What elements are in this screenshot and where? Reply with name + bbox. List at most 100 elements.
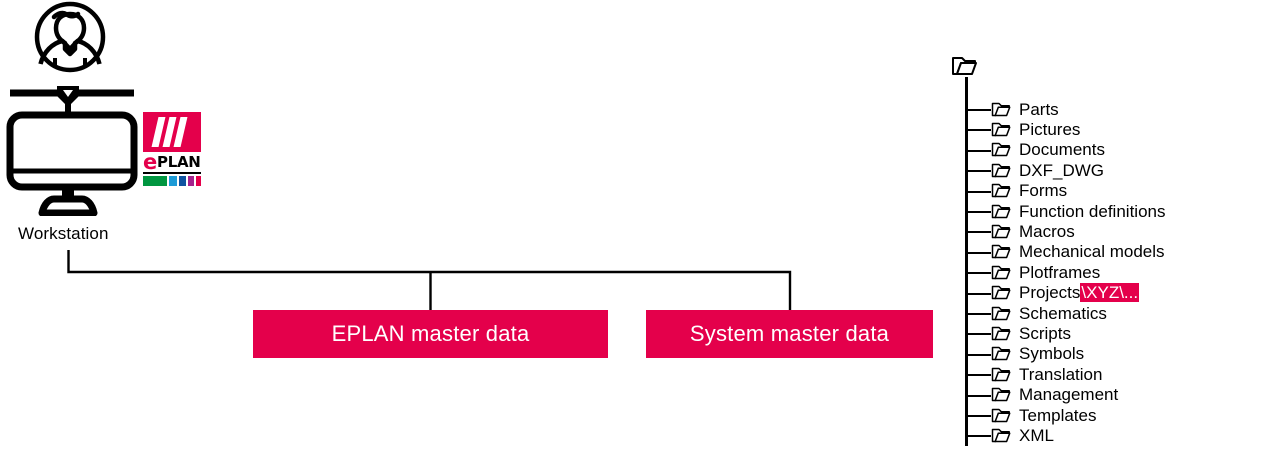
tree-row[interactable]: Management xyxy=(965,385,1118,405)
folder-icon-wrap xyxy=(991,366,1011,383)
tree-branch-line xyxy=(965,129,991,132)
tree-item-label: Scripts xyxy=(1019,323,1071,343)
tree-branch-line xyxy=(965,272,991,275)
folder-icon xyxy=(991,122,1011,137)
tree-item-label: Parts xyxy=(1019,99,1059,119)
tree-row[interactable]: DXF_DWG xyxy=(965,160,1104,180)
eplan-e-letter: e xyxy=(143,150,158,174)
folder-icon xyxy=(991,183,1011,198)
folder-icon xyxy=(991,102,1011,116)
tree-item-label: Mechanical models xyxy=(1019,242,1165,262)
tree-trunk-line xyxy=(965,77,968,446)
tree-item-label: Schematics xyxy=(1019,303,1107,323)
tree-item-label: Management xyxy=(1019,385,1119,405)
tree-branch-line xyxy=(965,292,991,295)
tree-row[interactable]: Projects\XYZ\... xyxy=(965,283,1140,303)
tree-branch-line xyxy=(965,109,991,111)
folder-icon xyxy=(991,428,1011,443)
eplan-underline xyxy=(143,172,201,174)
connector-lines xyxy=(67,250,792,310)
eplan-wordmark: e PLAN xyxy=(143,152,201,174)
tree-branch-line xyxy=(965,394,991,397)
folder-icon-wrap xyxy=(991,182,1011,199)
tree-item-label: Projects\XYZ\... xyxy=(1019,283,1140,303)
folder-icon xyxy=(991,204,1011,218)
tree-branch-line xyxy=(965,374,991,377)
tree-branch-line xyxy=(965,251,991,254)
folder-icon xyxy=(991,306,1011,320)
tree-row[interactable]: Forms xyxy=(965,181,1067,201)
tree-branch-line xyxy=(965,333,991,336)
tree-branch-line xyxy=(965,170,991,173)
folder-icon xyxy=(991,143,1011,157)
folder-icon xyxy=(991,224,1011,239)
folder-icon-wrap xyxy=(991,284,1011,301)
folder-icon-wrap xyxy=(991,305,1011,322)
tree-row[interactable]: Plotframes xyxy=(965,262,1100,282)
eplan-logo-mark xyxy=(143,112,201,152)
system-master-data-box[interactable]: System master data xyxy=(646,310,933,358)
tree-branch-line xyxy=(965,190,991,193)
tree-branch-line xyxy=(965,415,991,417)
tree-branch-line xyxy=(965,211,991,213)
folder-icon xyxy=(991,285,1011,300)
folder-icon-wrap xyxy=(991,162,1011,179)
tree-item-label: Forms xyxy=(1019,181,1068,201)
tree-branch-line xyxy=(965,231,991,234)
folder-icon-wrap xyxy=(991,223,1011,240)
folder-icon-wrap xyxy=(991,141,1011,158)
desktop-monitor-icon xyxy=(6,86,138,216)
user-avatar-icon xyxy=(34,1,106,73)
tree-item-label: Templates xyxy=(1019,405,1097,425)
folder-icon-wrap xyxy=(991,325,1011,342)
folder-icon-wrap xyxy=(991,203,1011,220)
tree-row[interactable]: Symbols xyxy=(965,344,1084,364)
tree-branch-line xyxy=(965,313,991,315)
tree-branch-line xyxy=(965,149,991,152)
tree-row[interactable]: XML xyxy=(965,425,1054,445)
folder-icon-wrap xyxy=(991,407,1011,424)
tree-item-label: Translation xyxy=(1019,364,1103,384)
tree-row[interactable]: Mechanical models xyxy=(965,242,1165,262)
tree-item-label: Symbols xyxy=(1019,344,1085,364)
workstation-label: Workstation xyxy=(18,224,109,243)
tree-row[interactable]: Parts xyxy=(965,99,1059,119)
tree-row[interactable]: Documents xyxy=(965,140,1105,160)
folder-icon xyxy=(991,408,1011,422)
eplan-logo: e PLAN xyxy=(143,112,201,186)
tree-row[interactable]: Function definitions xyxy=(965,201,1165,221)
eplan-master-data-box[interactable]: EPLAN master data xyxy=(253,310,608,358)
tree-item-label: XML xyxy=(1019,425,1054,445)
folder-icon-wrap xyxy=(991,101,1011,118)
tree-row[interactable]: Translation xyxy=(965,364,1102,384)
tree-item-label: Plotframes xyxy=(1019,262,1101,282)
folder-icon xyxy=(991,326,1011,341)
tree-item-label: Macros xyxy=(1019,221,1075,241)
tree-item-label: Pictures xyxy=(1019,119,1081,139)
folder-icon-wrap xyxy=(991,121,1011,138)
folder-icon xyxy=(991,163,1011,177)
tree-row[interactable]: Schematics xyxy=(965,303,1107,323)
root-folder-icon xyxy=(952,57,977,75)
tree-row[interactable]: Scripts xyxy=(965,323,1071,343)
folder-icon-wrap xyxy=(991,243,1011,260)
tree-item-label: Documents xyxy=(1019,140,1105,160)
tree-row[interactable]: Macros xyxy=(965,221,1075,241)
folder-icon-wrap xyxy=(991,427,1011,444)
tree-item-highlight: \XYZ\... xyxy=(1080,283,1140,303)
folder-icon-wrap xyxy=(991,264,1011,281)
tree-item-label: DXF_DWG xyxy=(1019,160,1104,180)
tree-row[interactable]: Pictures xyxy=(965,119,1080,139)
tree-row[interactable]: Templates xyxy=(965,405,1096,425)
folder-icon xyxy=(991,265,1011,279)
eplan-plan-text: PLAN xyxy=(157,153,201,171)
folder-icon xyxy=(991,367,1011,381)
tree-branch-line xyxy=(965,353,991,356)
folder-icon-wrap xyxy=(991,386,1011,403)
folder-icon xyxy=(991,347,1011,361)
tree-item-label: Function definitions xyxy=(1019,201,1166,221)
eplan-color-swatches xyxy=(143,176,201,186)
folder-icon-wrap xyxy=(991,345,1011,362)
